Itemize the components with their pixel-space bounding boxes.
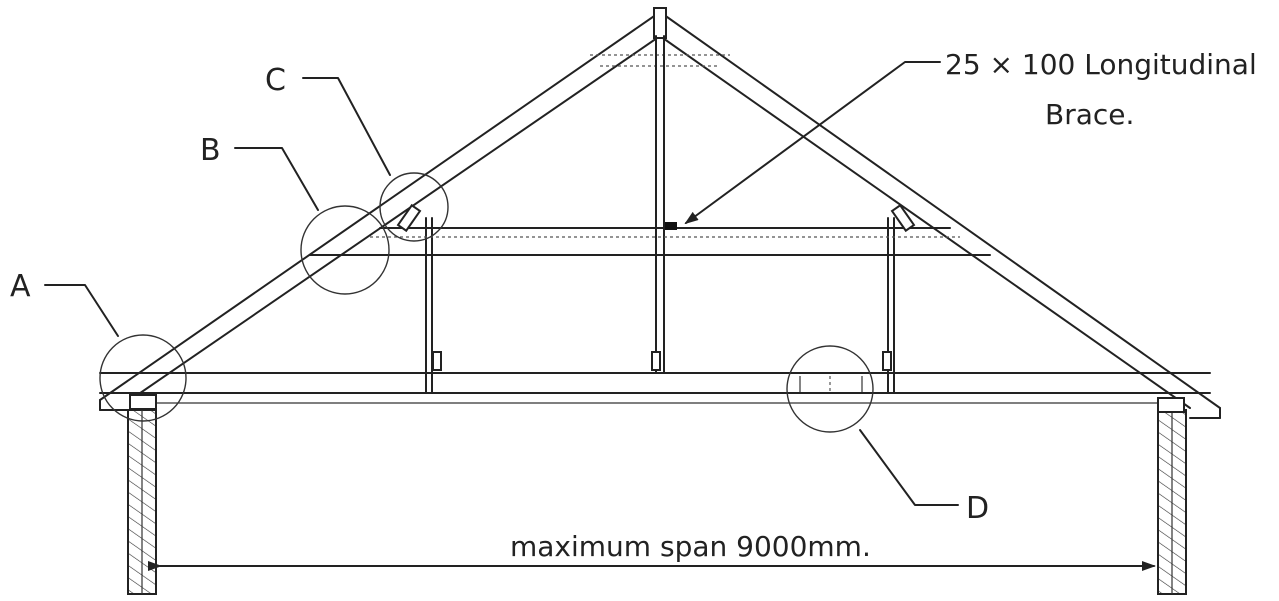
callout-circle-b: [300, 205, 390, 295]
ridge: [590, 7, 730, 67]
bottom-chord: [99, 372, 1211, 404]
label-d: D: [966, 491, 989, 526]
callout-circle-c: [379, 172, 449, 242]
joint-d-detail: [799, 376, 863, 392]
longitudinal-brace-mark: [665, 222, 677, 230]
label-a: A: [10, 269, 31, 304]
label-c: C: [265, 63, 286, 98]
leader-a: [44, 284, 119, 337]
wall-plates: [129, 394, 1185, 413]
callout-circle-d: [786, 345, 874, 433]
leader-d: [859, 429, 959, 506]
right-wall: [1157, 409, 1187, 595]
leader-b: [234, 147, 319, 211]
cleats: [396, 203, 916, 371]
span-note: maximum span 9000mm.: [510, 530, 871, 563]
brace-note-line2: Brace.: [1045, 98, 1134, 131]
brace-note-line1: 25 × 100 Longitudinal: [945, 48, 1257, 81]
right-rafter: [659, 11, 1221, 419]
label-b: B: [200, 133, 221, 168]
brace-leader: [684, 61, 941, 225]
callout-circle-a: [99, 334, 187, 422]
leader-c: [302, 77, 391, 176]
king-post: [655, 35, 665, 374]
left-wall: [127, 409, 157, 595]
